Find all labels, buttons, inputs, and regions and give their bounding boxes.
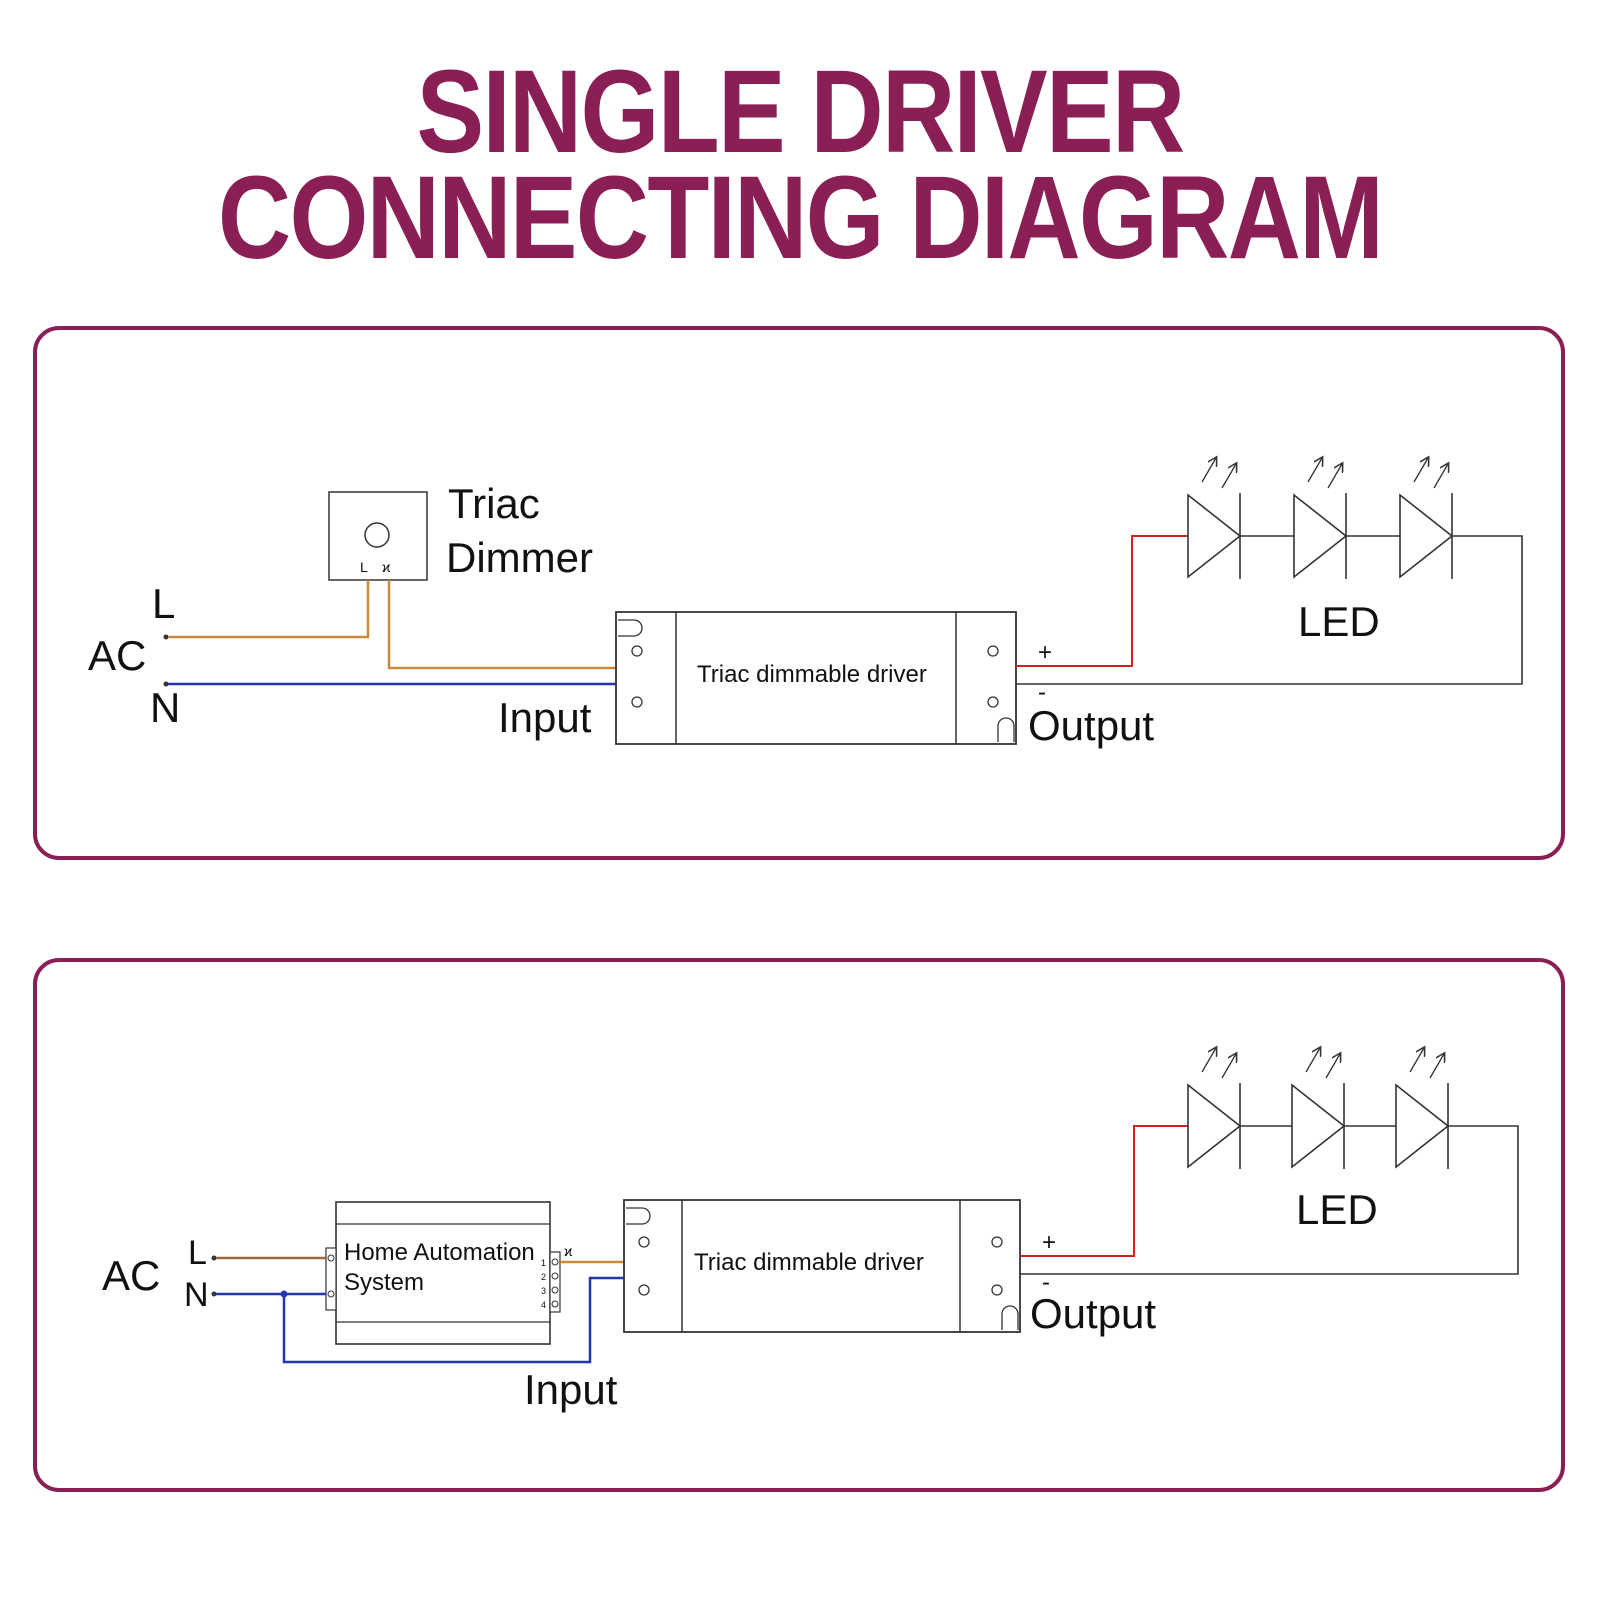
terminal-icon xyxy=(551,1286,559,1294)
dimmer-label-line-1: Triac xyxy=(448,480,540,527)
automation-label-line-1: Home Automation xyxy=(344,1239,535,1266)
led-diode-icon xyxy=(1291,1048,1346,1169)
led-diode-icon xyxy=(1187,1048,1242,1169)
automation-box xyxy=(335,1201,551,1345)
input-label: Input xyxy=(524,1366,618,1413)
automation-label-line-2: System xyxy=(344,1269,424,1296)
output-terminal-icon xyxy=(991,1284,1003,1296)
neutral-terminal-dot xyxy=(211,1291,217,1297)
page-title-line-1: SINGLE DRIVER xyxy=(416,46,1185,178)
output-label: Output xyxy=(1030,1290,1156,1337)
live-label: L xyxy=(188,1234,207,1272)
live-wire-to-dimmer xyxy=(168,580,370,639)
terminal-number: 4 xyxy=(541,1300,546,1310)
minus-label: - xyxy=(1038,679,1046,706)
neutral-label: N xyxy=(150,684,180,731)
output-terminal-icon xyxy=(987,696,999,708)
positive-output-wire xyxy=(1016,535,1186,667)
output-terminal-icon xyxy=(991,1236,1003,1248)
ac-label: AC xyxy=(102,1252,160,1299)
led-label: LED xyxy=(1298,598,1380,645)
diagram-1: AC L N L ϰ Triac Dimmer Input xyxy=(88,458,1523,749)
automation-terminal-out: ϰ xyxy=(564,1243,573,1259)
plus-label: + xyxy=(1042,1229,1056,1256)
terminal-number: 1 xyxy=(541,1258,546,1268)
terminal-icon xyxy=(551,1258,559,1266)
terminal-icon xyxy=(551,1272,559,1280)
input-terminal-icon xyxy=(631,645,643,657)
dimmer-terminal-out: ϰ xyxy=(382,559,391,575)
positive-output-wire xyxy=(1020,1125,1188,1257)
input-terminal-icon xyxy=(638,1284,650,1296)
input-terminal-icon xyxy=(631,696,643,708)
terminal-number: 2 xyxy=(541,1272,546,1282)
output-label: Output xyxy=(1028,702,1154,749)
triac-dimmer: L ϰ xyxy=(328,491,428,581)
dimmer-label-line-2: Dimmer xyxy=(446,534,593,581)
page-title-line-2: CONNECTING DIAGRAM xyxy=(217,152,1384,284)
driver-body xyxy=(615,611,1017,745)
triac-driver: Triac dimmable driver xyxy=(623,1199,1021,1333)
input-terminal-icon xyxy=(638,1236,650,1248)
led-diode-icon xyxy=(1293,458,1348,579)
led-diode-icon xyxy=(1187,458,1242,579)
dimmer-box xyxy=(328,491,428,581)
dimmer-terminal-l: L xyxy=(360,559,368,575)
neutral-terminal-dot xyxy=(163,681,169,687)
live-terminal-dot xyxy=(163,634,169,640)
negative-output-wire xyxy=(1016,535,1523,685)
terminal-number: 3 xyxy=(541,1286,546,1296)
terminal-icon xyxy=(551,1300,559,1308)
triac-driver: Triac dimmable driver xyxy=(615,611,1017,745)
driver-label: Triac dimmable driver xyxy=(694,1249,924,1276)
diagram-panel-triac-dimmer xyxy=(33,326,1565,860)
driver-body xyxy=(623,1199,1021,1333)
negative-output-wire xyxy=(1020,1125,1519,1275)
ac-label: AC xyxy=(88,632,146,679)
dimmer-knob-icon xyxy=(364,522,390,548)
led-label: LED xyxy=(1296,1186,1378,1233)
home-automation-system: 1 2 3 4 ϰ Home Automation System xyxy=(325,1201,573,1345)
neutral-label: N xyxy=(184,1276,209,1314)
live-terminal-dot xyxy=(211,1255,217,1261)
output-terminal-icon xyxy=(987,645,999,657)
dimmed-live-wire xyxy=(387,580,616,670)
led-diode-icon xyxy=(1399,458,1454,579)
minus-label: - xyxy=(1042,1269,1050,1296)
diagram-2: AC L N 1 2 3 4 ϰ Home Automation System xyxy=(102,1048,1519,1413)
plus-label: + xyxy=(1038,639,1052,666)
driver-label: Triac dimmable driver xyxy=(697,661,927,688)
live-label: L xyxy=(152,580,175,627)
neutral-wire-to-driver xyxy=(282,1276,624,1364)
led-diode-icon xyxy=(1395,1048,1450,1169)
input-label: Input xyxy=(498,694,592,741)
